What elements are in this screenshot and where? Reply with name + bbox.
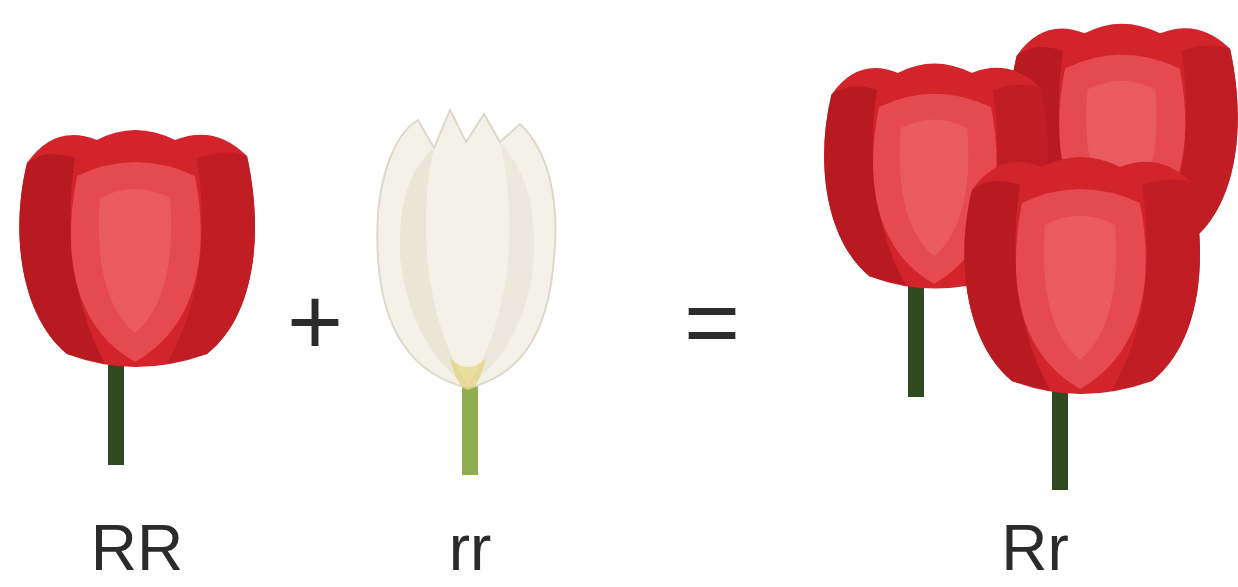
genotype-label: RR xyxy=(91,516,183,580)
operator-symbol: + xyxy=(287,274,343,370)
genotype-label: rr xyxy=(449,516,492,580)
operator-symbol: = xyxy=(684,274,740,370)
genotype-label: Rr xyxy=(1001,516,1069,580)
